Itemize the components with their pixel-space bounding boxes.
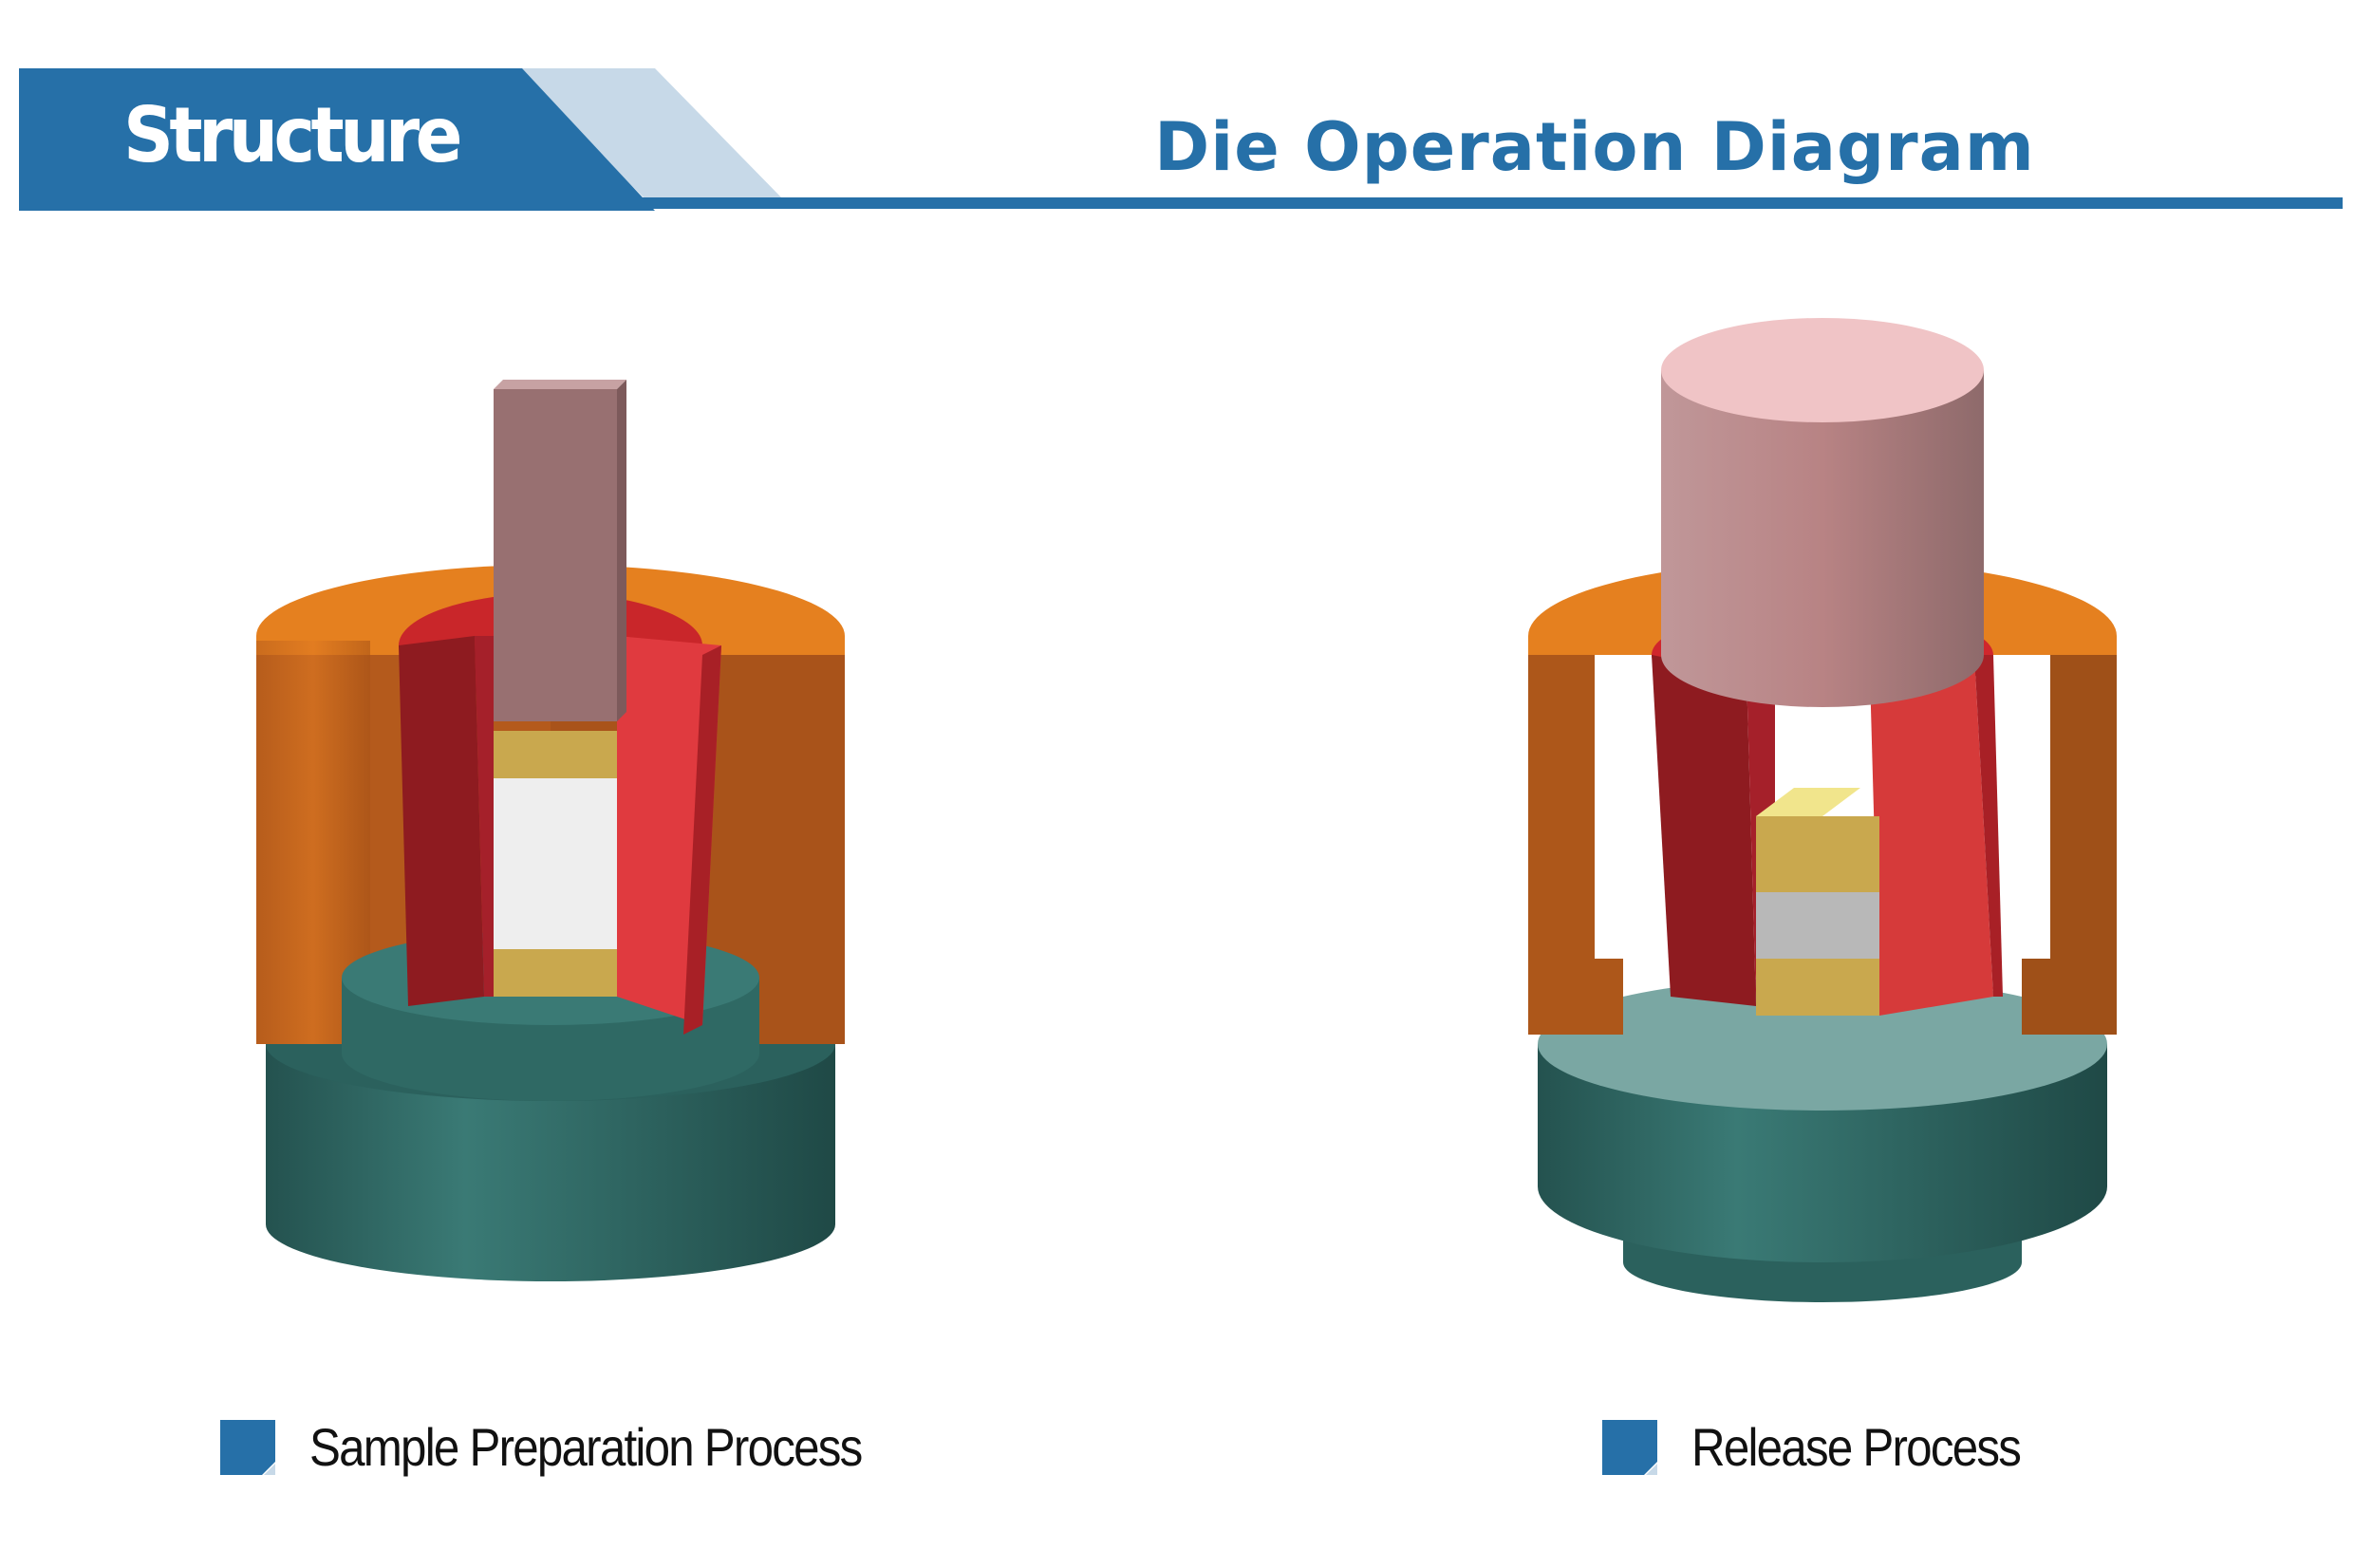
- page-title: Die Operation Diagram: [1154, 108, 2035, 186]
- upper-spacer: [1756, 816, 1879, 892]
- die-diagram-release: [1528, 318, 2117, 1302]
- upper-punch: [494, 380, 626, 721]
- sample-stack: [494, 731, 617, 997]
- section-tab-label: Structure: [123, 91, 463, 179]
- header-tab-shape: [19, 68, 655, 211]
- caption-release: Release Process: [1602, 1409, 2064, 1485]
- upper-spacer: [494, 731, 617, 778]
- die-bore: [399, 593, 721, 1035]
- header: Structure Die Operation Diagram: [0, 0, 2354, 228]
- upper-spacer-top: [1756, 788, 1860, 816]
- caption-label: Release Process: [1691, 1417, 2022, 1477]
- die-diagram-sample-preparation: [256, 380, 845, 1281]
- powder-sample: [494, 778, 617, 949]
- header-accent-shape: [513, 68, 783, 199]
- square-bullet-icon: [1602, 1420, 1657, 1475]
- header-rule: [19, 197, 2343, 209]
- lower-spacer: [494, 949, 617, 997]
- lower-spacer: [1756, 959, 1879, 1016]
- release-punch: [1661, 318, 1984, 707]
- sintered-sample: [1756, 892, 1879, 959]
- base-plate: [1538, 978, 2107, 1302]
- square-bullet-icon: [220, 1420, 275, 1475]
- header-banner: [19, 68, 2343, 211]
- caption-sample-preparation: Sample Preparation Process: [220, 1409, 937, 1485]
- caption-label: Sample Preparation Process: [309, 1417, 863, 1477]
- sample-stack: [1756, 788, 1879, 1016]
